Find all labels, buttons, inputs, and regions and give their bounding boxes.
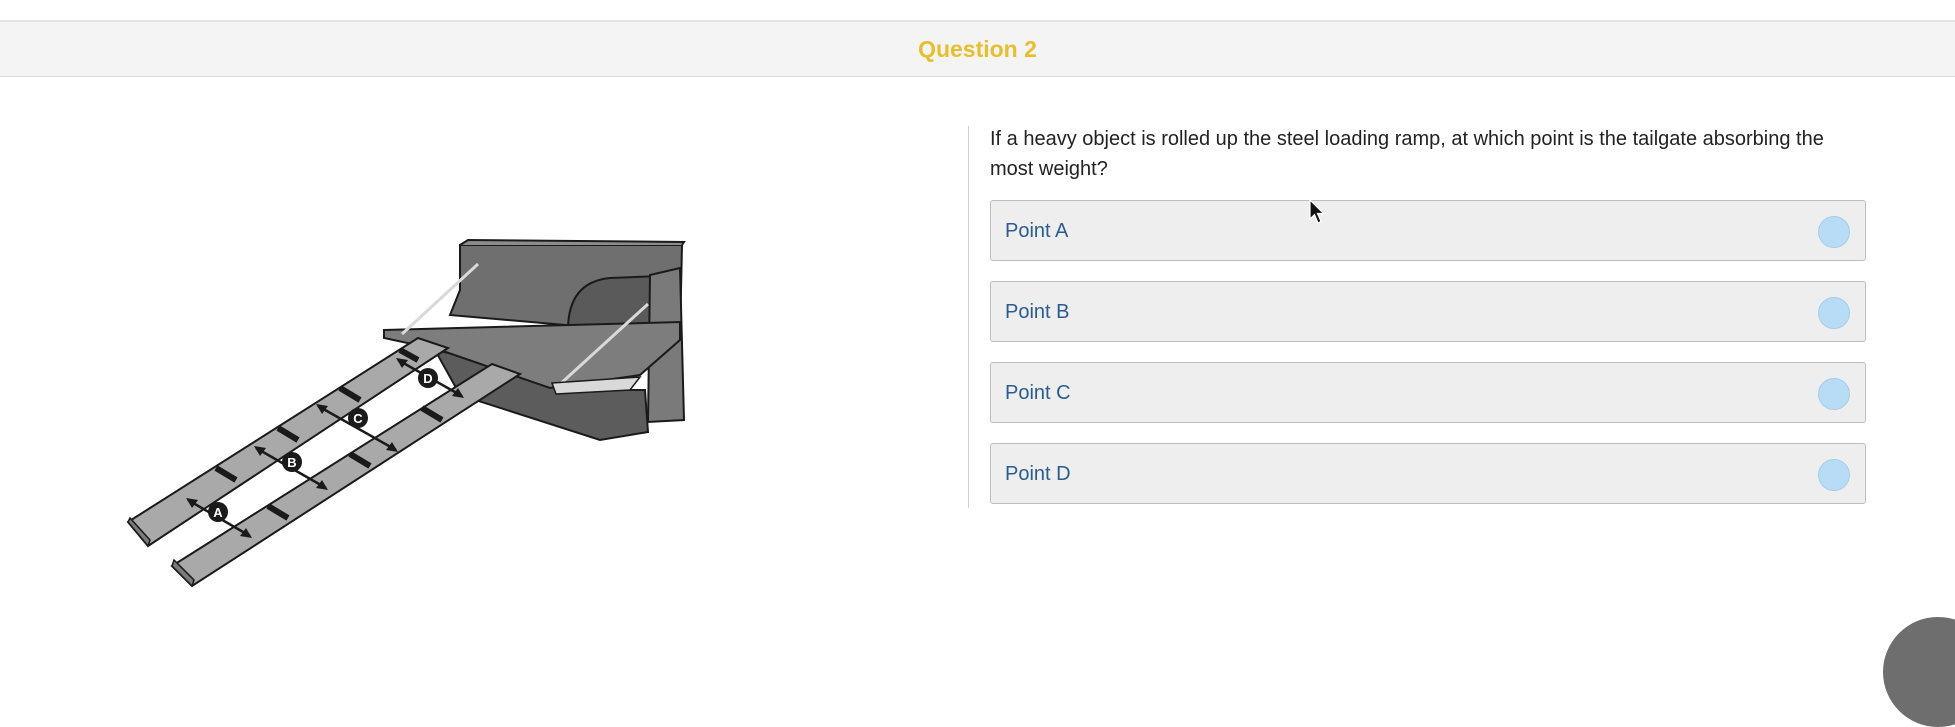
svg-text:A: A (213, 505, 223, 520)
point-marker-d: D (418, 368, 438, 388)
fullscreen-button[interactable] (1883, 617, 1955, 727)
radio-button[interactable] (1818, 459, 1850, 491)
tailgate-latch (550, 376, 642, 395)
tailgate-cable-right (556, 302, 650, 388)
point-markers: A B C D (208, 368, 438, 522)
option-label: Point A (1005, 220, 1069, 242)
option-label: Point C (1005, 382, 1071, 404)
content-divider (968, 126, 969, 508)
point-marker-c: C (348, 408, 368, 428)
option-point-d[interactable]: Point D (990, 443, 1866, 504)
truck-ramp-illustration: A B C D (126, 238, 686, 588)
point-marker-a: A (208, 502, 228, 522)
top-strip (0, 0, 1955, 22)
arrow-heads (186, 358, 464, 538)
option-label: Point D (1005, 463, 1071, 485)
question-prompt: If a heavy object is rolled up the steel… (990, 128, 1824, 180)
radio-button[interactable] (1818, 216, 1850, 248)
svg-text:B: B (287, 455, 296, 470)
option-point-b[interactable]: Point B (990, 281, 1866, 342)
svg-text:D: D (423, 371, 432, 386)
question-header: Question 2 (0, 22, 1955, 77)
truck-bed-top-edge (459, 238, 686, 246)
truck-ramp-figure: A B C D (100, 200, 720, 620)
radio-button[interactable] (1818, 378, 1850, 410)
ramp-grip-marks (214, 347, 444, 521)
question-title: Question 2 (918, 35, 1037, 62)
tailgate-cable-left (400, 262, 480, 336)
svg-text:C: C (353, 411, 363, 426)
ramp-right-edge (171, 558, 195, 588)
mouse-pointer-icon (1309, 198, 1325, 230)
option-point-c[interactable]: Point C (990, 362, 1866, 423)
option-point-a[interactable]: Point A (990, 200, 1866, 261)
distance-arrows (187, 358, 463, 538)
option-label: Point B (1005, 301, 1070, 323)
ramp-left-edge (127, 516, 151, 548)
point-marker-b: B (282, 452, 302, 472)
radio-button[interactable] (1818, 297, 1850, 329)
